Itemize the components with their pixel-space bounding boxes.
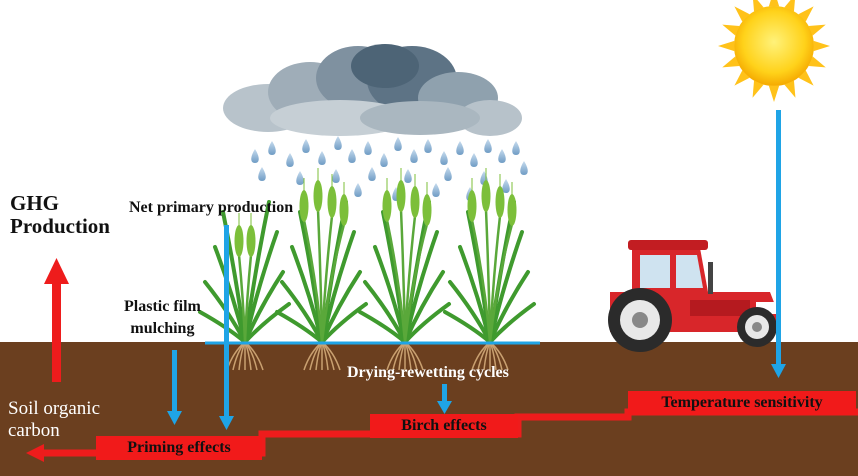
plastic-film-arrow <box>167 350 182 425</box>
birch-effects-box: Birch effects <box>370 414 518 438</box>
plastic-label-line1: Plastic film <box>124 298 201 315</box>
temperature-sensitivity-box: Temperature sensitivity <box>628 391 856 415</box>
npp-label: Net primary production <box>129 199 294 216</box>
plastic-label-line2: mulching <box>130 320 195 337</box>
soc-label-line2: carbon <box>8 420 60 441</box>
flow-arrowhead <box>26 444 44 462</box>
npp-arrow <box>219 225 234 430</box>
wheat-plant-icon <box>443 168 536 371</box>
priming-effects-box: Priming effects <box>96 436 262 460</box>
ghg-up-arrow <box>44 258 69 382</box>
sun-icon <box>718 0 830 102</box>
drying-rewetting-label: Drying-rewetting cycles <box>347 364 509 381</box>
drying-rewetting-arrow <box>437 384 452 414</box>
soc-label-line1: Soil organic <box>8 398 101 419</box>
ghg-label-line1: GHG <box>10 191 60 215</box>
cloud-icon <box>223 44 522 136</box>
wheat-plant-icon <box>358 168 451 371</box>
tractor-icon <box>608 240 780 352</box>
sun-temperature-arrow <box>771 110 786 378</box>
rain-icon <box>251 136 528 201</box>
ghg-label-line2: Production <box>10 214 110 238</box>
